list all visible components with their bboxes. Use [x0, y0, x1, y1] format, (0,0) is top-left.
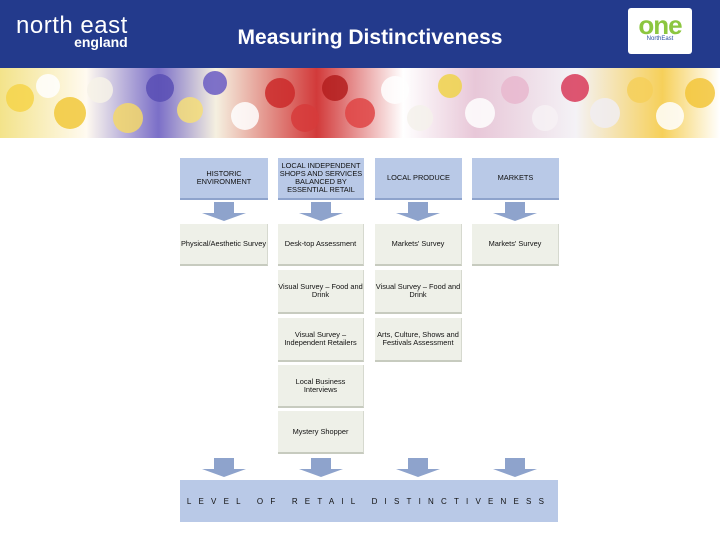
- category-label: LOCAL PRODUCE: [387, 173, 450, 183]
- method-visual-survey-food-drink: Visual Survey – Food and Drink: [375, 270, 462, 314]
- category-label: MARKETS: [497, 173, 534, 183]
- header-bar: north east england Measuring Distinctive…: [0, 0, 720, 68]
- method-visual-survey-independent-retailers: Visual Survey – Independent Retailers: [278, 318, 364, 362]
- method-desk-top-assessment: Desk-top Assessment: [278, 224, 364, 266]
- method-label: Local Business Interviews: [295, 376, 346, 394]
- logo-one-sub: NorthEast: [646, 36, 674, 42]
- category-historic-environment: HISTORIC ENVIRONMENT: [180, 158, 268, 200]
- method-label: Markets' Survey: [488, 239, 542, 249]
- page-title: Measuring Distinctiveness: [237, 26, 503, 49]
- north-east-england-logo: north east england: [16, 12, 128, 50]
- down-arrow: [299, 458, 343, 477]
- method-label: Physical/Aesthetic Survey: [180, 239, 267, 249]
- down-arrow: [299, 202, 343, 221]
- flower-banner-graphic: [6, 71, 715, 133]
- method-mystery-shopper: Mystery Shopper: [278, 411, 364, 454]
- flower-banner-image: [0, 68, 720, 138]
- method-local-business-interviews: Local Business Interviews: [278, 365, 364, 408]
- down-arrow: [493, 458, 537, 477]
- category-label: HISTORIC ENVIRONMENT: [196, 169, 252, 186]
- method-label: Visual Survey – Food and Drink: [278, 282, 363, 299]
- down-arrow: [202, 202, 246, 221]
- outcome-bar: LEVEL OF RETAIL DISTINCTIVENESS: [180, 480, 558, 522]
- one-northeast-logo: one NorthEast: [628, 8, 692, 54]
- method-physical-aesthetic-survey: Physical/Aesthetic Survey: [180, 224, 268, 266]
- method-markets-survey: Markets' Survey: [375, 224, 462, 266]
- method-label: Mystery Shopper: [292, 426, 349, 436]
- logo-line1: north east: [16, 12, 128, 39]
- category-markets: MARKETS: [472, 158, 559, 200]
- outcome-label: LEVEL OF RETAIL DISTINCTIVENESS: [186, 496, 552, 506]
- method-label: Arts, Culture, Shows and Festivals Asses…: [377, 330, 459, 347]
- down-arrow: [396, 458, 440, 477]
- method-markets-survey: Markets' Survey: [472, 224, 559, 266]
- method-arts-culture-assessment: Arts, Culture, Shows and Festivals Asses…: [375, 318, 462, 362]
- method-visual-survey-food-drink: Visual Survey – Food and Drink: [278, 270, 364, 314]
- down-arrow: [202, 458, 246, 477]
- method-label: Visual Survey – Independent Retailers: [284, 330, 357, 347]
- category-local-produce: LOCAL PRODUCE: [375, 158, 462, 200]
- logo-line2: england: [74, 34, 128, 50]
- down-arrow: [493, 202, 537, 221]
- category-local-independent-shops: LOCAL INDEPENDENT SHOPS AND SERVICES BAL…: [278, 158, 364, 200]
- method-label: Visual Survey – Food and Drink: [375, 282, 461, 299]
- method-label: Desk-top Assessment: [284, 239, 357, 249]
- logo-one-text: one: [638, 10, 682, 40]
- category-label: LOCAL INDEPENDENT SHOPS AND SERVICES BAL…: [279, 161, 363, 194]
- down-arrow: [396, 202, 440, 221]
- method-label: Markets' Survey: [391, 239, 445, 249]
